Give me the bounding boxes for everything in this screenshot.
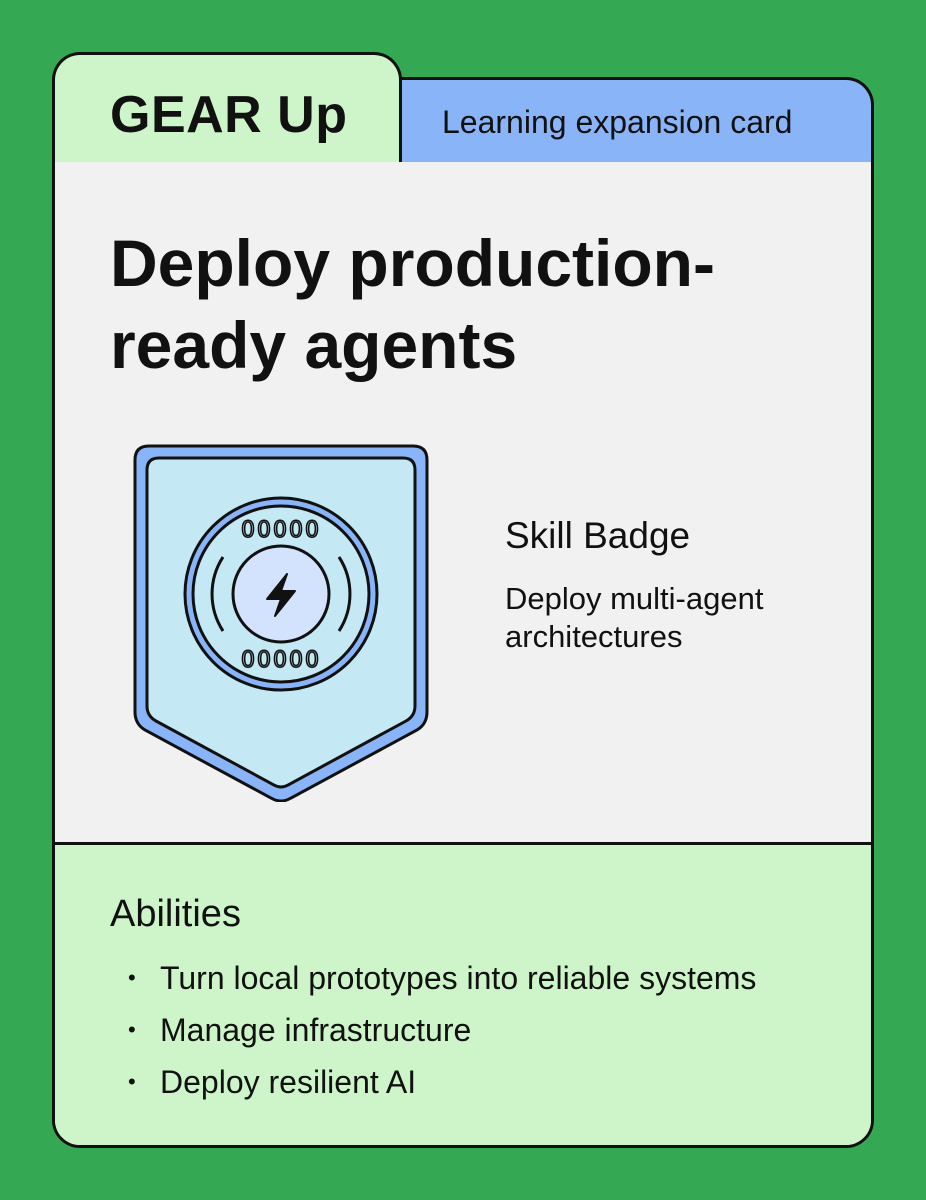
headline-line-1: Deploy production- <box>110 226 715 300</box>
card-main-section: Deploy production- ready agents 00 <box>55 162 871 845</box>
ability-item: • Deploy resilient AI <box>110 1056 756 1108</box>
ability-text: Manage infrastructure <box>160 1012 472 1048</box>
ability-text: Turn local prototypes into reliable syst… <box>160 960 757 996</box>
badge-description: Deploy multi-agent architectures <box>505 581 764 654</box>
gear-up-card: GEAR Up Learning expansion card Deploy p… <box>52 52 874 1148</box>
card-type-tab: Learning expansion card <box>399 77 874 162</box>
lightning-bolt-icon <box>266 573 296 617</box>
abilities-heading: Abilities <box>110 893 241 935</box>
badge-type-label: Skill Badge <box>505 515 691 556</box>
abilities-list: • Turn local prototypes into reliable sy… <box>110 952 756 1108</box>
card-type-label: Learning expansion card <box>442 104 793 140</box>
ability-text: Deploy resilient AI <box>160 1064 417 1100</box>
card-body: Deploy production- ready agents 00 <box>52 159 874 1148</box>
bullet-icon: • <box>128 1069 136 1094</box>
gear-up-title: GEAR Up <box>110 86 348 144</box>
abilities-section: Abilities • Turn local prototypes into r… <box>55 845 871 1145</box>
badge-ring-text-top: 00000 <box>241 518 321 543</box>
headline-line-2: ready agents <box>110 308 518 382</box>
bullet-icon: • <box>128 965 136 990</box>
ability-item: • Turn local prototypes into reliable sy… <box>110 952 756 1004</box>
skill-badge-icon: 00000 00000 <box>133 444 429 802</box>
ability-item: • Manage infrastructure <box>110 1004 756 1056</box>
badge-arc-right <box>337 556 352 632</box>
gear-up-tab: GEAR Up <box>52 52 402 162</box>
bullet-icon: • <box>128 1017 136 1042</box>
card-headline: Deploy production- ready agents <box>110 222 830 386</box>
badge-ring-text-bottom: 00000 <box>241 648 321 673</box>
badge-arc-left <box>210 556 225 632</box>
